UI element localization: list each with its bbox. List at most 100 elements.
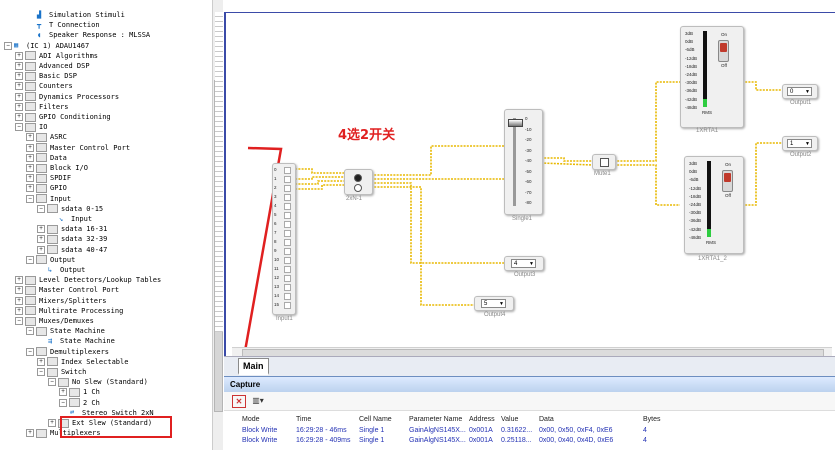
tree-item[interactable]: +Index Selectable bbox=[37, 357, 128, 367]
output3-block[interactable]: 4 bbox=[504, 256, 544, 271]
input-channel-checkbox[interactable] bbox=[284, 176, 291, 183]
tree-item[interactable]: +1 Ch bbox=[59, 387, 100, 397]
capture-cell[interactable]: 16:29:28 - 409ms bbox=[296, 437, 351, 444]
tree-item[interactable]: +Multirate Processing bbox=[15, 306, 123, 316]
capture-cell[interactable]: 0.31622... bbox=[501, 427, 533, 434]
tree-item[interactable]: ⇶State Machine bbox=[48, 336, 115, 346]
collapse-icon[interactable]: − bbox=[15, 317, 23, 325]
expand-icon[interactable]: + bbox=[26, 164, 34, 172]
capture-column-header[interactable]: Cell Name bbox=[359, 416, 392, 423]
expand-icon[interactable]: + bbox=[48, 419, 56, 427]
capture-column-header[interactable]: Parameter Name bbox=[409, 416, 463, 423]
capture-cell[interactable]: Single 1 bbox=[359, 437, 385, 444]
collapse-icon[interactable]: − bbox=[26, 327, 34, 336]
tree-item[interactable]: −Muxes/Demuxes bbox=[15, 316, 94, 326]
collapse-icon[interactable]: − bbox=[59, 398, 67, 407]
meter-toggle-switch[interactable] bbox=[722, 170, 733, 192]
expand-icon[interactable]: + bbox=[15, 286, 23, 295]
expand-icon[interactable]: + bbox=[15, 276, 23, 285]
tree-item[interactable]: +ADI Algorithms bbox=[15, 51, 98, 61]
switch-radio-2[interactable] bbox=[354, 184, 362, 192]
expand-icon[interactable]: + bbox=[26, 174, 34, 183]
tree-item[interactable]: +Block I/O bbox=[26, 163, 88, 173]
collapse-icon[interactable]: − bbox=[26, 194, 34, 203]
capture-cell[interactable]: GainAlgNS145X... bbox=[409, 437, 466, 444]
expand-icon[interactable]: + bbox=[26, 153, 34, 162]
capture-cell[interactable]: 0x001A bbox=[469, 437, 493, 444]
expand-icon[interactable]: + bbox=[37, 357, 45, 366]
collapse-icon[interactable]: − bbox=[37, 204, 45, 213]
volume-slider-thumb[interactable] bbox=[508, 119, 523, 127]
expand-icon[interactable]: + bbox=[59, 388, 67, 397]
tree-item[interactable]: −Output bbox=[26, 255, 75, 265]
input-channel-checkbox[interactable] bbox=[284, 293, 291, 300]
tree-item[interactable]: −▦(IC 1) ADAU1467 bbox=[4, 41, 89, 51]
tree-item[interactable]: +sdata 16-31 bbox=[37, 224, 107, 234]
input-channel-checkbox[interactable] bbox=[284, 194, 291, 201]
capture-column-header[interactable]: Data bbox=[539, 416, 554, 423]
tree-item[interactable]: +ASRC bbox=[26, 132, 67, 142]
expand-icon[interactable]: + bbox=[37, 245, 45, 254]
input-channel-checkbox[interactable] bbox=[284, 185, 291, 192]
expand-icon[interactable]: + bbox=[15, 62, 23, 70]
tree-item[interactable]: −State Machine bbox=[26, 326, 105, 336]
tree-item[interactable]: −Demultiplexers bbox=[26, 347, 109, 357]
expand-icon[interactable]: + bbox=[15, 113, 23, 121]
capture-cell[interactable]: Single 1 bbox=[359, 427, 385, 434]
capture-cell[interactable]: 0x00, 0x40, 0x4D, 0xE6 bbox=[539, 437, 614, 444]
expand-icon[interactable]: + bbox=[15, 72, 23, 81]
capture-cell[interactable]: 0.25118... bbox=[501, 437, 532, 444]
tree-item[interactable]: −sdata 0-15 bbox=[37, 204, 103, 214]
tree-item[interactable]: +Counters bbox=[15, 81, 73, 91]
output2-block[interactable]: 1 bbox=[782, 136, 818, 151]
input-channel-checkbox[interactable] bbox=[284, 266, 291, 273]
input-channel-checkbox[interactable] bbox=[284, 302, 291, 309]
tree-item[interactable]: +Multiplexers bbox=[26, 428, 101, 438]
capture-cell[interactable]: Block Write bbox=[242, 437, 278, 444]
tree-item[interactable]: ┳T Connection bbox=[37, 20, 100, 30]
input-channel-checkbox[interactable] bbox=[284, 284, 291, 291]
collapse-icon[interactable]: − bbox=[15, 123, 23, 132]
tree-item[interactable]: +Mixers/Splitters bbox=[15, 296, 106, 306]
expand-icon[interactable]: + bbox=[26, 143, 34, 152]
capture-column-header[interactable]: Value bbox=[501, 416, 519, 423]
capture-column-header[interactable]: Time bbox=[296, 416, 312, 423]
tree-item[interactable]: +Dynamics Processors bbox=[15, 92, 119, 102]
output1-select[interactable]: 0 bbox=[787, 87, 812, 97]
collapse-icon[interactable]: − bbox=[26, 255, 34, 264]
input-channel-checkbox[interactable] bbox=[284, 230, 291, 237]
tree-item[interactable]: −Switch bbox=[37, 367, 86, 377]
tree-item[interactable]: ▟Simulation Stimuli bbox=[37, 10, 125, 20]
tree-item[interactable]: −No Slew (Standard) bbox=[48, 377, 148, 387]
collapse-icon[interactable]: − bbox=[26, 347, 34, 356]
tree-item[interactable]: ↳Output bbox=[48, 265, 85, 275]
tree-item[interactable]: +sdata 32-39 bbox=[37, 234, 107, 244]
capture-cell[interactable]: 4 bbox=[643, 437, 647, 444]
input-channel-checkbox[interactable] bbox=[284, 275, 291, 282]
tree-item[interactable]: +Filters bbox=[15, 102, 69, 112]
capture-column-header[interactable]: Address bbox=[469, 416, 495, 423]
expand-icon[interactable]: + bbox=[15, 102, 23, 111]
collapse-icon[interactable]: − bbox=[37, 368, 45, 376]
tree-item[interactable]: +Data bbox=[26, 153, 67, 163]
tree-item[interactable]: +Basic DSP bbox=[15, 71, 77, 81]
stereo-switch-block[interactable] bbox=[344, 169, 373, 195]
columns-icon[interactable]: ▥▾ bbox=[252, 396, 264, 405]
single-volume-block[interactable]: 0-10-20-30-40-50-60-70-80 bbox=[504, 109, 543, 215]
input-channel-checkbox[interactable] bbox=[284, 239, 291, 246]
collapse-icon[interactable]: − bbox=[4, 41, 12, 50]
tree-item[interactable]: ↘Input bbox=[59, 214, 92, 224]
tree-item[interactable]: −2 Ch bbox=[59, 398, 100, 408]
input-channel-checkbox[interactable] bbox=[284, 221, 291, 228]
output2-select[interactable]: 1 bbox=[787, 139, 812, 149]
expand-icon[interactable]: + bbox=[37, 235, 45, 244]
tree-item[interactable]: +sdata 40-47 bbox=[37, 245, 107, 255]
input-channel-checkbox[interactable] bbox=[284, 257, 291, 264]
expand-icon[interactable]: + bbox=[15, 306, 23, 315]
capture-cell[interactable]: 0x00, 0x50, 0xF4, 0xE6 bbox=[539, 427, 613, 434]
clear-capture-icon[interactable]: ✕ bbox=[232, 395, 246, 408]
meter-toggle-switch[interactable] bbox=[718, 40, 729, 62]
